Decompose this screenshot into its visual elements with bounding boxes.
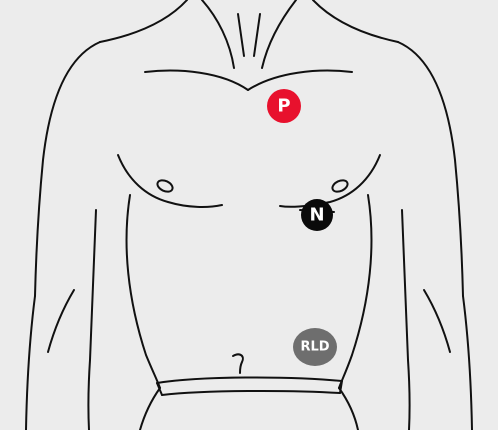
rld-electrode-marker: RLD (293, 328, 337, 366)
left-hip-line (140, 388, 160, 430)
left-nipple (156, 178, 175, 194)
left-pectoral-line (118, 155, 222, 207)
left-arm-muscle-line (48, 290, 74, 352)
right-pectoral-line (280, 155, 380, 207)
right-clavicle-line (248, 71, 352, 90)
right-shoulder-line (398, 42, 463, 296)
navel (233, 354, 243, 373)
n-electrode-label: N (309, 205, 324, 226)
p-electrode-label: P (277, 96, 290, 117)
left-outer-arm-line (26, 296, 35, 430)
right-hip-line (339, 388, 358, 430)
left-torso-side-line (127, 195, 160, 388)
right-nipple (331, 178, 350, 194)
p-electrode-marker: P (267, 89, 301, 123)
right-outer-arm-line (463, 296, 472, 430)
neck-right-line (262, 0, 296, 68)
neck-left-line (202, 0, 234, 68)
waistband-top-line (157, 377, 342, 383)
throat-right-line (254, 14, 260, 56)
right-arm-muscle-line (424, 290, 450, 352)
left-shoulder-line (35, 42, 100, 296)
n-electrode-marker: N (301, 199, 333, 231)
right-torso-side-line (339, 195, 371, 388)
waistband-bottom-line (162, 391, 340, 395)
right-trapezius-line (313, 0, 398, 42)
left-trapezius-line (100, 0, 187, 42)
left-clavicle-line (145, 71, 248, 90)
left-inner-arm-line (88, 210, 96, 430)
body-outline (26, 0, 472, 430)
rld-electrode-label: RLD (300, 340, 329, 355)
throat-left-line (238, 14, 244, 56)
right-inner-arm-line (402, 210, 410, 430)
